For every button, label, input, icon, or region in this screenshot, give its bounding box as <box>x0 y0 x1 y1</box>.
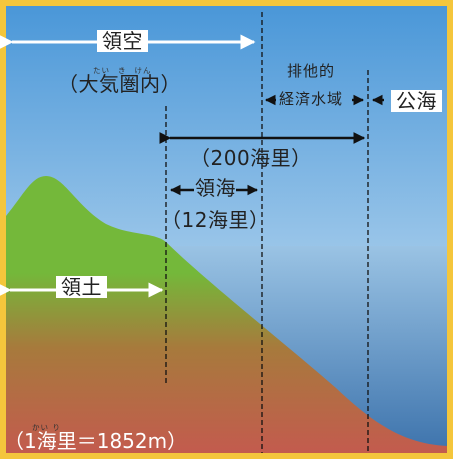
territory-label: 領土 <box>56 276 107 298</box>
footnote: （1海里＝1852m） <box>4 429 188 453</box>
territorial-sea-label: 領海 <box>195 176 236 200</box>
eez-label-line2: 経済水域 <box>279 90 344 108</box>
distance-200-label: （200海里） <box>190 146 312 170</box>
territorial-sea-distance-label: （12海里） <box>161 208 270 232</box>
land-and-seabed <box>6 176 447 453</box>
footnote-ruby: かい り <box>32 423 61 432</box>
high-seas-label: 公海 <box>391 90 442 112</box>
airspace-note-ruby: たいきけん <box>93 66 152 75</box>
airspace-note: （大気圏内） <box>58 72 181 96</box>
airspace-label: 領空 <box>97 30 148 52</box>
eez-label-line1: 排他的 <box>287 62 336 80</box>
